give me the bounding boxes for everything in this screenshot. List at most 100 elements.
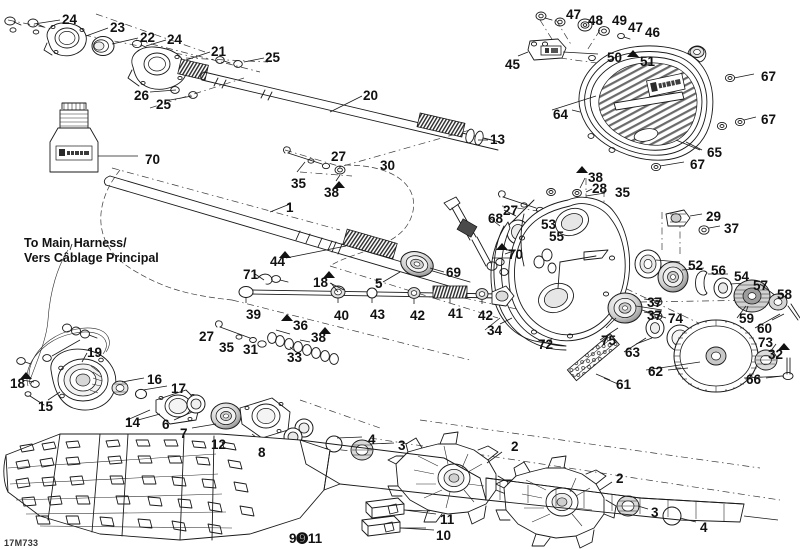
part-callout-17: 17: [171, 381, 187, 396]
oil-bottle-part-70: [49, 102, 138, 173]
part-callout-68: 68: [488, 211, 504, 226]
part-callout-42: 42: [410, 308, 426, 323]
part-callout-1: 1: [286, 200, 294, 215]
part-callout-29: 29: [706, 209, 722, 224]
part-callout-23: 23: [110, 20, 126, 35]
part-callout-37: 37: [647, 308, 663, 323]
driven-gear-part-62: [673, 319, 759, 393]
chaincase-cover-assembly: [517, 11, 757, 172]
part-callout-22: 22: [140, 30, 156, 45]
part-callout-33: 33: [287, 350, 303, 365]
part-callout-69: 69: [446, 265, 462, 280]
part-callout-46: 46: [645, 25, 661, 40]
part-callout-25: 25: [156, 97, 172, 112]
track-callout: 9➒11: [289, 531, 323, 546]
part-callout-20: 20: [363, 88, 379, 103]
part-callout-13: 13: [490, 132, 506, 147]
part-callout-61: 61: [616, 377, 632, 392]
part-callout-49: 49: [612, 13, 628, 28]
part-callout-47: 47: [628, 20, 644, 35]
chaincase-body: [490, 196, 631, 351]
track-clip-parts: [361, 497, 431, 537]
part-callout-56: 56: [711, 263, 727, 278]
part-callout-8: 8: [258, 445, 266, 460]
part-callout-3: 3: [651, 505, 659, 520]
part-callout-24: 24: [167, 32, 183, 47]
sprocket-wheel-a: [387, 431, 509, 525]
part-callout-55: 55: [549, 229, 565, 244]
part-callout-59: 59: [739, 311, 755, 326]
part-callout-26: 26: [134, 88, 150, 103]
part-callout-73: 73: [758, 335, 774, 350]
part-callout-64: 64: [553, 107, 569, 122]
part-callout-50: 50: [607, 50, 623, 65]
track-part-9-11: [3, 433, 779, 541]
sheet-code: 17M733: [4, 538, 39, 548]
part-callout-52: 52: [688, 258, 704, 273]
part-callout-67: 67: [690, 157, 706, 172]
reference-markers: [20, 50, 790, 379]
part-callout-19: 19: [87, 345, 103, 360]
part-callout-70: 70: [508, 247, 524, 262]
part-callout-2: 2: [511, 439, 519, 454]
drive-chain-part-61: [566, 333, 620, 382]
part-callout-24: 24: [62, 12, 78, 27]
part-callout-65: 65: [707, 145, 723, 160]
part-callout-60: 60: [757, 321, 773, 336]
part-callout-43: 43: [370, 307, 386, 322]
part-callout-5: 5: [375, 276, 383, 291]
label-leaders: [21, 19, 785, 531]
drive-sprockets: [283, 427, 697, 549]
brake-linkage-row: [238, 271, 501, 304]
part-callout-32: 32: [768, 347, 784, 362]
fastener-row-upper: [283, 146, 346, 182]
part-callout-45: 45: [505, 57, 521, 72]
part-callout-21: 21: [211, 44, 227, 59]
part-callout-57: 57: [753, 278, 769, 293]
part-callout-2: 2: [616, 471, 624, 486]
part-callout-6: 6: [162, 417, 170, 432]
cover-body: [578, 45, 714, 161]
part-callout-72: 72: [538, 337, 554, 352]
sprocket-wheel-b: [495, 455, 617, 549]
brake-disc-assembly: [16, 243, 314, 443]
harness-note-line2: Vers Câblage Principal: [24, 251, 159, 266]
upper-shaft-assembly: [4, 16, 501, 151]
part-callout-37: 37: [647, 295, 663, 310]
part-callout-3: 3: [398, 438, 406, 453]
construction-lines: [7, 13, 781, 501]
part-callout-75: 75: [601, 333, 617, 348]
part-callout-71: 71: [243, 267, 259, 282]
part-callout-47: 47: [566, 7, 582, 22]
part-callout-18: 18: [313, 275, 329, 290]
part-callout-44: 44: [270, 254, 286, 269]
strut-part-68: [443, 196, 517, 276]
part-callout-37: 37: [724, 221, 740, 236]
harness-note: To Main Harness/ Vers Câblage Principal: [24, 236, 159, 267]
part-callout-7: 7: [180, 426, 188, 441]
part-callout-51: 51: [640, 54, 656, 69]
part-callout-12: 12: [211, 437, 227, 452]
part-callout-40: 40: [334, 308, 350, 323]
part-callout-67: 67: [761, 112, 777, 127]
part-callout-39: 39: [246, 307, 262, 322]
part-callout-34: 34: [487, 323, 503, 338]
part-callout-10: 10: [436, 528, 452, 543]
part-callout-31: 31: [243, 342, 259, 357]
part-callout-30: 30: [380, 158, 396, 173]
part-callout-25: 25: [265, 50, 281, 65]
part-callout-67: 67: [761, 69, 777, 84]
part-callout-4: 4: [368, 432, 376, 447]
fastener-row-middle: [215, 320, 339, 365]
part-callout-48: 48: [588, 13, 604, 28]
part-callout-27: 27: [331, 149, 347, 164]
part-callout-11: 11: [440, 512, 455, 527]
part-callout-18: 18: [10, 376, 26, 391]
harness-note-line1: To Main Harness/: [24, 236, 127, 250]
part-callout-38: 38: [311, 330, 327, 345]
part-callout-27: 27: [199, 329, 215, 344]
part-callout-74: 74: [668, 311, 684, 326]
part-callout-4: 4: [700, 520, 708, 535]
part-callout-28: 28: [592, 181, 608, 196]
